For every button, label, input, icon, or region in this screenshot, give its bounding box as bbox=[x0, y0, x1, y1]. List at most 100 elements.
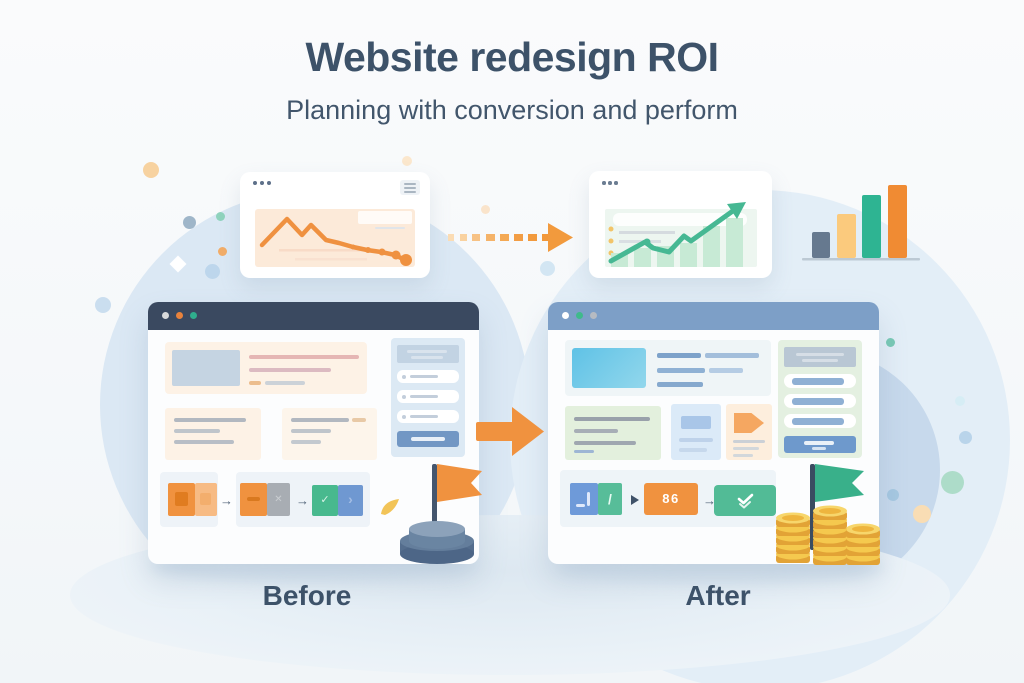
window-dot bbox=[602, 181, 606, 185]
decor-dot bbox=[913, 505, 931, 523]
coin-stack-center bbox=[813, 505, 847, 565]
coin-stack-right bbox=[846, 523, 880, 565]
text-line bbox=[265, 381, 305, 385]
window-dot bbox=[608, 181, 612, 185]
text-line bbox=[574, 441, 636, 445]
text-line bbox=[733, 447, 759, 450]
workflow-step: / bbox=[598, 483, 622, 515]
content-card bbox=[671, 404, 721, 460]
before-label: Before bbox=[262, 580, 352, 611]
sidebar-item bbox=[784, 414, 856, 428]
browser-titlebar bbox=[548, 302, 879, 330]
hero-section bbox=[565, 340, 771, 396]
text-line bbox=[291, 429, 331, 433]
workflow-step: ✓ bbox=[312, 485, 338, 516]
dashed-arrow-icon bbox=[448, 223, 573, 252]
text-line bbox=[174, 418, 246, 422]
decor-dot bbox=[218, 247, 227, 256]
after-label: After bbox=[685, 580, 751, 611]
coin-stack-icon bbox=[776, 505, 880, 565]
window-dot bbox=[590, 312, 597, 319]
decor-dot bbox=[205, 264, 220, 279]
rising-line-chart bbox=[605, 202, 757, 267]
workflow-step bbox=[195, 483, 217, 516]
sidebar-item bbox=[784, 374, 856, 388]
workflow-step bbox=[570, 483, 598, 515]
text-line bbox=[249, 381, 261, 385]
decor-dot bbox=[886, 338, 895, 347]
text-line bbox=[657, 368, 705, 373]
check-icon bbox=[737, 493, 754, 509]
text-line bbox=[657, 382, 703, 387]
window-dot bbox=[176, 312, 183, 319]
workflow-step bbox=[240, 483, 267, 516]
text-line bbox=[574, 429, 618, 433]
decor-dot bbox=[216, 212, 225, 221]
sidebar-cta-button bbox=[784, 436, 856, 453]
window-dot bbox=[190, 312, 197, 319]
window-dot bbox=[267, 181, 271, 185]
window-dot bbox=[260, 181, 264, 185]
step-arrow-icon bbox=[631, 495, 639, 505]
decor-dot bbox=[402, 156, 412, 166]
step-arrow-icon: → bbox=[220, 493, 233, 508]
text-line bbox=[733, 440, 765, 443]
decor-dot bbox=[481, 205, 490, 214]
sidebar-item bbox=[784, 394, 856, 408]
play-banner-icon bbox=[734, 413, 764, 433]
after-thumbnail-card bbox=[589, 171, 772, 278]
window-dot bbox=[162, 312, 169, 319]
sidebar-header bbox=[784, 347, 856, 367]
text-line bbox=[291, 440, 321, 444]
step-arrow-icon: → bbox=[703, 493, 716, 508]
workflow-step: ✕ bbox=[267, 483, 290, 516]
before-window: → ✕ → ✓ › bbox=[148, 302, 479, 564]
decor-dot bbox=[941, 471, 964, 494]
decor-dot bbox=[955, 396, 965, 406]
text-line bbox=[352, 418, 366, 422]
menu-icon bbox=[400, 180, 420, 195]
decor-dot bbox=[959, 431, 972, 444]
before-thumbnail-card bbox=[240, 172, 430, 278]
pedestal-icon bbox=[400, 521, 474, 564]
workflow-step bbox=[714, 485, 776, 516]
step-arrow-icon: → bbox=[296, 493, 309, 508]
content-card bbox=[726, 404, 772, 460]
sidebar-cta-button bbox=[397, 431, 459, 447]
text-line bbox=[705, 353, 759, 358]
text-line bbox=[574, 450, 594, 453]
window-dot bbox=[614, 181, 618, 185]
sidebar-item bbox=[397, 390, 459, 403]
bar-chart-icon bbox=[802, 185, 920, 261]
coin-stack-left bbox=[776, 512, 810, 563]
decor-dot bbox=[183, 216, 196, 229]
image-placeholder bbox=[572, 348, 646, 388]
declining-line-chart bbox=[255, 209, 415, 267]
content-card bbox=[565, 406, 661, 460]
text-line bbox=[679, 438, 713, 442]
window-dot bbox=[562, 312, 569, 319]
text-line bbox=[174, 440, 234, 444]
sidebar-item bbox=[397, 370, 459, 383]
orange-flag-icon bbox=[432, 464, 482, 530]
sidebar-panel bbox=[778, 340, 862, 458]
text-line bbox=[174, 429, 220, 433]
hero-section bbox=[165, 342, 367, 394]
decor-dot bbox=[540, 261, 555, 276]
sidebar-item bbox=[397, 410, 459, 423]
content-card bbox=[165, 408, 261, 460]
text-line bbox=[733, 454, 753, 457]
content-card bbox=[282, 408, 377, 460]
decor-dot bbox=[143, 162, 159, 178]
after-window: / 86 → bbox=[548, 302, 879, 564]
browser-titlebar bbox=[148, 302, 479, 330]
leaf-icon bbox=[381, 499, 399, 515]
transition-arrow-icon bbox=[476, 407, 544, 456]
text-line bbox=[249, 368, 331, 372]
window-dot bbox=[253, 181, 257, 185]
text-line bbox=[709, 368, 743, 373]
window-dot bbox=[576, 312, 583, 319]
workflow-step: › bbox=[338, 485, 363, 516]
workflow-step bbox=[168, 483, 195, 516]
